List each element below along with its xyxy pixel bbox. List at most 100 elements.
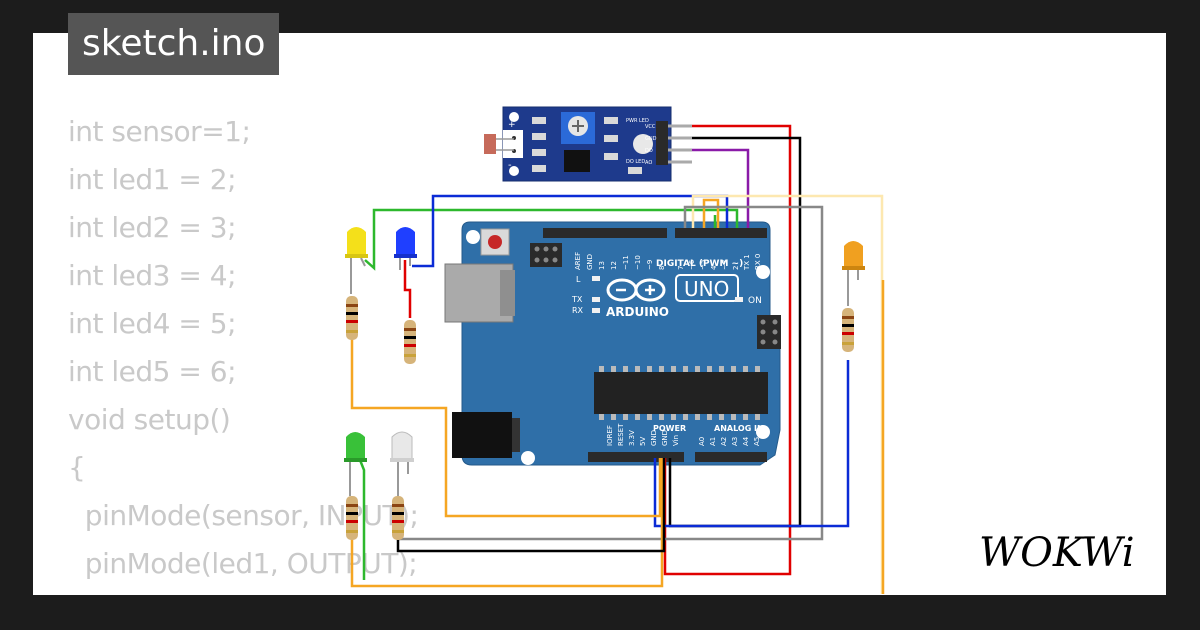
smd-resistor: [532, 149, 546, 156]
l-label: L: [576, 275, 581, 284]
code-line: int led2 = 3;: [68, 211, 237, 244]
wire-led5-gnd[interactable]: [653, 360, 850, 528]
chip-leg: [707, 366, 712, 372]
wire-led3[interactable]: [358, 459, 366, 580]
pwr-led-label: PWR LED: [626, 118, 649, 124]
power-jack: [452, 412, 512, 458]
pwr-led: [633, 134, 653, 154]
chip-leg: [731, 366, 736, 372]
pin-label: IOREF: [606, 425, 614, 446]
digital-header-left: [543, 228, 667, 238]
page-bottom-frame: [0, 595, 1200, 630]
comparator-chip: [564, 150, 590, 172]
pin-label: 5V: [639, 437, 647, 446]
chip-leg: [647, 414, 652, 420]
ldr-plus: +: [508, 120, 516, 130]
pin-label: ~3: [721, 260, 729, 270]
led-green[interactable]: [344, 432, 367, 496]
pin-label: A4: [742, 436, 750, 446]
pin-label: ~9: [646, 260, 654, 270]
wire-led1-gnd[interactable]: [350, 340, 662, 518]
smd-resistor: [532, 117, 546, 124]
chip-leg: [719, 414, 724, 420]
arduino-logo: [606, 278, 666, 302]
uno-label: UNO: [684, 277, 729, 301]
chip-leg: [671, 414, 676, 420]
pin-label: RESET: [617, 423, 625, 446]
pin-label: GND: [661, 430, 669, 446]
chip-legs: [599, 366, 760, 420]
pin-label: ~10: [634, 255, 642, 270]
mount-hole: [509, 112, 519, 122]
pin-label: GND: [650, 430, 658, 446]
chip-leg: [695, 366, 700, 372]
wire-pin5[interactable]: [702, 198, 720, 228]
wires: [350, 124, 885, 594]
atmega-chip: [594, 372, 768, 414]
led-orange[interactable]: [842, 241, 865, 306]
digital-label: DIGITAL (PWM ~): [656, 259, 743, 269]
chip-leg: [611, 366, 616, 372]
code-line: int led4 = 5;: [68, 307, 237, 340]
chip-leg: [599, 366, 604, 372]
pin-label: A3: [731, 437, 739, 446]
chip-leg: [743, 366, 748, 372]
code-editor-preview: int sensor=1;int led1 = 2;int led2 = 3;i…: [68, 108, 419, 595]
analog-label: ANALOG IN: [714, 424, 764, 433]
wokwi-logo-text: WOKWi: [979, 530, 1135, 576]
uno-badge: [675, 274, 739, 302]
resistors[interactable]: [346, 296, 854, 540]
code-line: int led1 = 2;: [68, 163, 237, 196]
pin-label: 4: [710, 265, 718, 270]
chip-leg: [599, 414, 604, 420]
smd-resistor: [532, 165, 546, 172]
power-label: POWER: [653, 424, 686, 433]
pin-label: GND: [586, 254, 594, 270]
tx-led: [592, 297, 600, 302]
chip-leg: [623, 366, 628, 372]
photoresistor: [484, 134, 496, 154]
analog-header: [695, 452, 767, 462]
smd-resistor: [628, 167, 642, 174]
chip-leg: [671, 366, 676, 372]
wire-led1[interactable]: [364, 208, 739, 271]
sensor-pin-label: DO: [645, 148, 653, 154]
chip-leg: [695, 414, 700, 420]
pin-label: ~11: [622, 255, 630, 270]
wire-led4-gnd[interactable]: [396, 458, 666, 553]
wire-led2-resistor[interactable]: [403, 260, 412, 318]
led-blue[interactable]: [394, 227, 417, 270]
chip-leg: [659, 366, 664, 372]
mount-hole: [509, 166, 519, 176]
pin-label: 8: [658, 266, 666, 270]
led-yellow[interactable]: [345, 227, 368, 294]
code-line: void setup(): [68, 403, 231, 436]
code-line: {: [68, 451, 86, 484]
chip-leg: [755, 366, 760, 372]
reset-button-cap[interactable]: [488, 235, 502, 249]
chip-leg: [743, 414, 748, 420]
digital-header-right: [675, 228, 767, 238]
tx-label: TX: [571, 295, 583, 304]
code-line: pinMode(sensor, INPUT);: [68, 499, 419, 532]
chip-leg: [707, 414, 712, 420]
pin-label: A5: [753, 437, 761, 446]
usb-port-inner: [500, 270, 515, 316]
smd-resistor: [532, 133, 546, 140]
sensor-pin-label: VCC: [645, 124, 656, 130]
do-led-label: DO LED: [626, 159, 645, 165]
wire-led3-gnd[interactable]: [350, 458, 664, 588]
chip-leg: [623, 414, 628, 420]
wire-do[interactable]: [692, 148, 750, 228]
led-white[interactable]: [390, 431, 414, 496]
sensor-pin-label: AO: [645, 160, 652, 166]
pin-label: ~5: [699, 260, 707, 270]
file-tab[interactable]: sketch.ino: [68, 13, 280, 75]
